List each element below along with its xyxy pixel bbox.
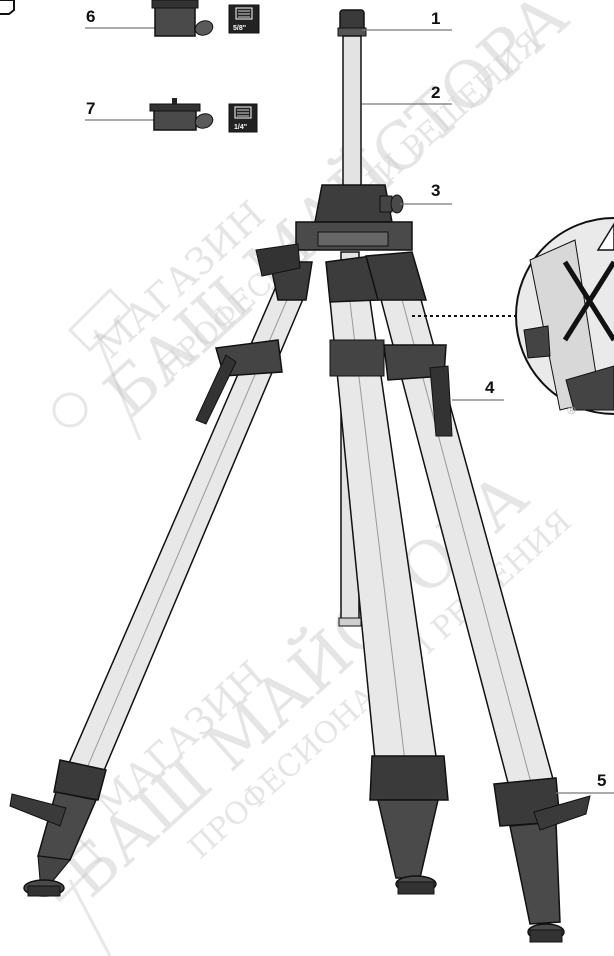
adapter-5-8: 6 5/8" (85, 0, 260, 37)
callouts: 1 2 3 4 5 (362, 9, 614, 794)
registered-mark-icon: ® (566, 404, 577, 417)
corner-mark-icon (0, 0, 15, 15)
callout-6: 6 (86, 7, 95, 26)
callout-7: 7 (86, 99, 95, 118)
middle-leg (325, 255, 449, 895)
thread-label-large: 5/8" (233, 25, 246, 32)
leg-lock-lever-right (383, 344, 453, 437)
callout-3: 3 (431, 181, 440, 200)
adapter-1-4: 7 1/4" (85, 98, 258, 133)
right-leg (365, 251, 591, 943)
callout-2: 2 (431, 83, 440, 102)
detail-inset (412, 217, 614, 415)
leg-lock-lever-left (195, 339, 283, 425)
callout-5: 5 (597, 771, 606, 790)
callout-4: 4 (485, 378, 495, 397)
thread-label-small: 1/4" (234, 124, 247, 131)
left-leg (9, 243, 313, 897)
thread-badge-large: 5/8" (228, 4, 260, 34)
callout-1: 1 (431, 9, 440, 28)
warning-triangle-icon (596, 222, 614, 251)
thread-badge-small: 1/4" (228, 103, 258, 133)
prohibited-cross-icon (562, 260, 614, 342)
